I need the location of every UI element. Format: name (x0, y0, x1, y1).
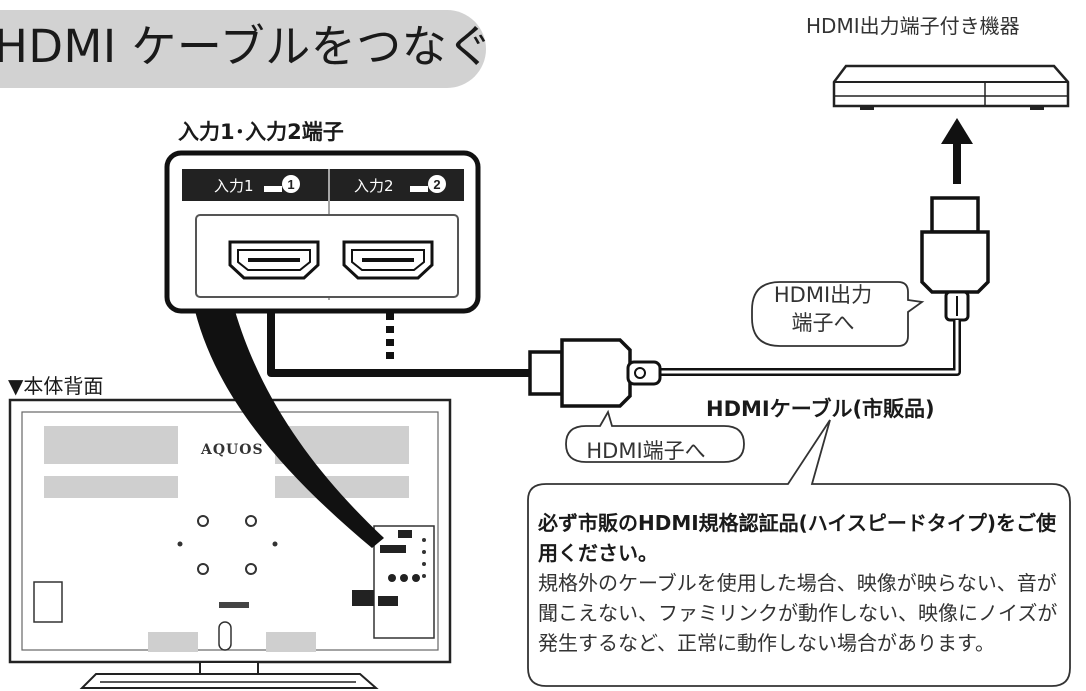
port-1-badge-icon (282, 175, 300, 193)
note-body: 規格外のケーブルを使用した場合、映像が映らない、音が聞こえない、ファミリンクが動… (538, 571, 1058, 655)
note-title: 必ず市販のHDMI規格認証品(ハイスピードタイプ)をご使用ください。 (538, 511, 1056, 565)
hdmi-plug-device-side (920, 196, 990, 322)
callout-input-text: HDMI端子へ (586, 439, 706, 463)
port-2-label: 入力2 (354, 177, 394, 195)
callout-hdmi-input (565, 409, 745, 463)
callout-note (527, 419, 1071, 687)
tv-back-label: ▼本体背面 (8, 374, 104, 398)
port-2-number: 2 (433, 177, 440, 192)
hdmi-port-2 (342, 240, 434, 280)
port-1-number: 1 (287, 177, 294, 192)
input-port-panel: 1 2 (164, 150, 481, 314)
zoom-indicator (195, 311, 384, 548)
title-banner (0, 10, 486, 88)
port-2-badge-icon (428, 175, 446, 193)
port-1-label: 入力1 (214, 177, 254, 195)
hdmi-port-1 (228, 240, 320, 280)
device-label: HDMI出力端子付き機器 (806, 14, 1020, 38)
tv-logo: AQUOS (201, 442, 264, 458)
callout-hdmi-output (751, 281, 925, 347)
arrow-to-device-icon (941, 118, 973, 184)
hdmi-output-device (832, 64, 1070, 110)
ports-label: 入力1･入力2端子 (178, 120, 344, 144)
callout-output-text: HDMI出力 端子へ (773, 283, 873, 335)
cable-label: HDMIケーブル(市販品) (706, 397, 935, 421)
page-title: HDMI ケーブルをつなぐ (0, 20, 493, 73)
hdmi-plug-tv-side (528, 338, 662, 408)
